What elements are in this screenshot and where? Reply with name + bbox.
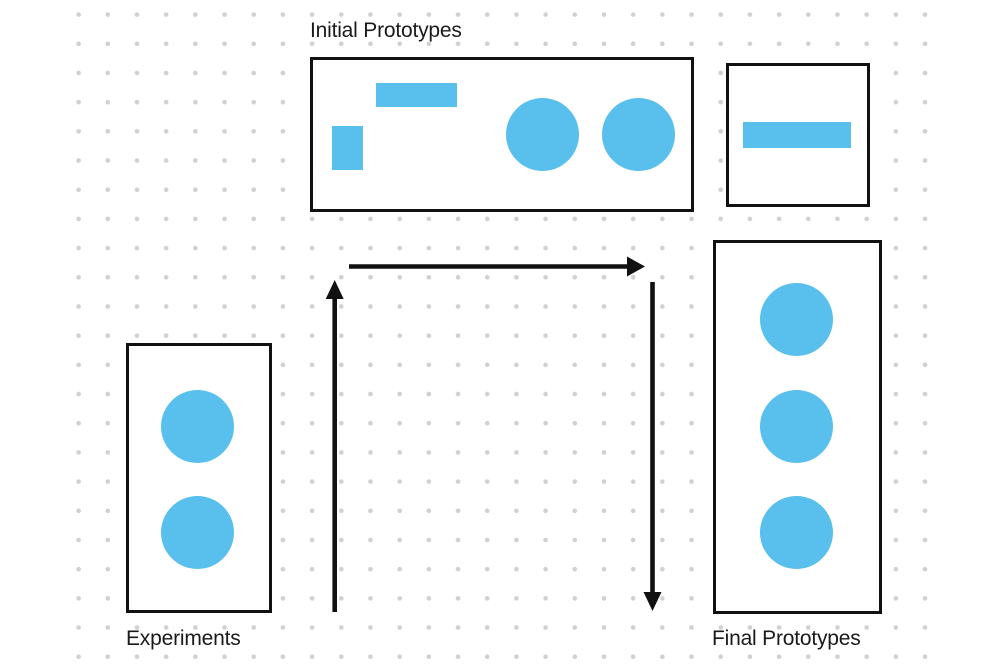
initial-prototypes-label: Initial Prototypes <box>310 19 462 42</box>
final-prototypes-label: Final Prototypes <box>712 627 861 650</box>
blue-circle <box>506 98 579 171</box>
final-prototypes-box <box>713 240 882 614</box>
blue-circle <box>602 98 675 171</box>
experiments-label: Experiments <box>126 627 241 650</box>
side-box <box>726 63 870 207</box>
blue-small-rectangle <box>332 126 363 170</box>
blue-circle <box>760 283 833 356</box>
blue-circle <box>161 390 234 463</box>
initial-prototypes-box <box>310 57 694 212</box>
blue-circle <box>161 496 234 569</box>
blue-circle <box>760 390 833 463</box>
blue-circle <box>760 496 833 569</box>
blue-wide-rectangle <box>376 83 457 107</box>
blue-wide-rectangle <box>743 122 851 148</box>
experiments-box <box>126 343 272 613</box>
